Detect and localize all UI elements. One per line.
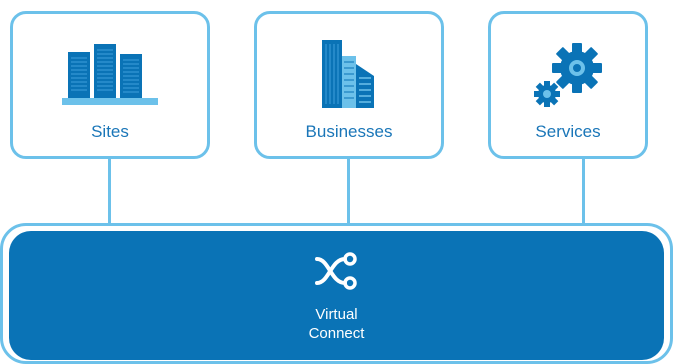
virtual-connect-label: Virtual Connect xyxy=(9,305,664,343)
gears-icon xyxy=(491,40,645,108)
server-racks-icon xyxy=(13,40,207,108)
connector-services xyxy=(582,159,585,229)
shuffle-connect-icon xyxy=(9,249,664,293)
services-card: Services xyxy=(488,11,648,159)
office-building-icon xyxy=(257,40,441,108)
connector-businesses xyxy=(347,159,350,229)
businesses-card: Businesses xyxy=(254,11,444,159)
virtual-connect-label-line1: Virtual xyxy=(315,306,358,323)
sites-card: Sites xyxy=(10,11,210,159)
services-label: Services xyxy=(535,122,601,141)
virtual-connect-label-line2: Connect xyxy=(308,325,365,342)
connector-sites xyxy=(108,159,111,229)
sites-label: Sites xyxy=(91,122,129,141)
virtual-connect-hub: Virtual Connect xyxy=(9,231,664,360)
businesses-label: Businesses xyxy=(305,122,393,141)
